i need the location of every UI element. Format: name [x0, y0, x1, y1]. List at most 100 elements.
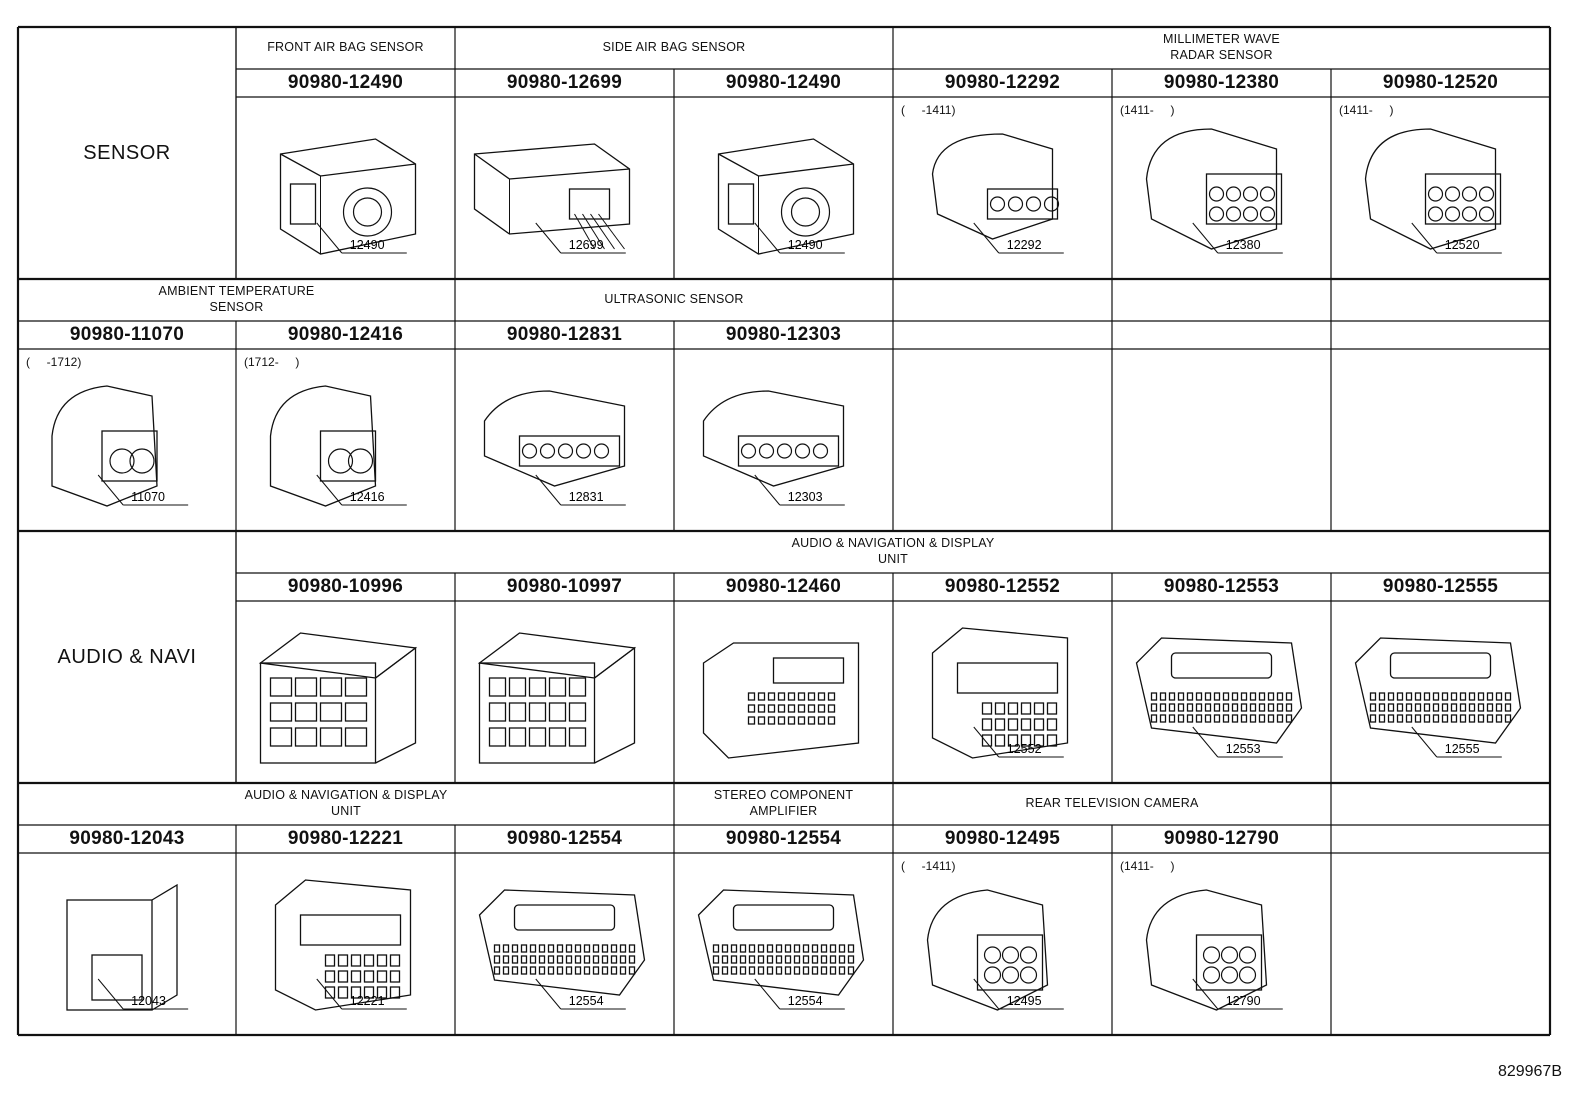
connector-code: 12490 [788, 238, 823, 252]
connector-code: 12221 [350, 994, 385, 1008]
connector-drawing [258, 632, 418, 764]
part-number: 90980-12831 [506, 324, 623, 346]
part-number [1331, 321, 1550, 349]
connector-drawing: 11070 [51, 385, 189, 507]
part-number: 90980-12460 [725, 576, 842, 598]
part-number: 90980-12303 [725, 324, 842, 346]
connector-image: 12553 [1112, 601, 1331, 783]
connector-image [893, 349, 1112, 531]
connector-image: 12221 [236, 853, 455, 1035]
part-number: 90980-12416 [287, 324, 404, 346]
part-number: 90980-12520 [1382, 72, 1499, 94]
connector-image [1112, 349, 1331, 531]
group-label [893, 279, 1112, 321]
connector-drawing: 12552 [931, 627, 1069, 759]
part-number [1112, 321, 1331, 349]
connector-drawing: 12380 [1145, 128, 1283, 254]
connector-image: 12490 [236, 97, 455, 279]
connector-code: 12790 [1226, 994, 1261, 1008]
connector-code: 12490 [350, 238, 385, 252]
group-label: MILLIMETER WAVE RADAR SENSOR [1163, 32, 1280, 62]
connector-code: 12552 [1007, 742, 1042, 756]
part-number: 90980-12555 [1382, 576, 1499, 598]
connector-drawing: 12790 [1145, 889, 1283, 1011]
part-number: 90980-12552 [944, 576, 1061, 598]
connector-drawing [477, 632, 637, 764]
connector-drawing: 12303 [702, 390, 845, 506]
part-number: 90980-12043 [69, 828, 185, 850]
category-label: SENSOR [83, 141, 171, 164]
part-number: 90980-12699 [506, 72, 623, 94]
connector-image [1331, 853, 1550, 1035]
date-range: (1712- ) [244, 355, 300, 369]
connector-image: (1411- ) 12380 [1112, 97, 1331, 279]
connector-drawing: 12490 [717, 138, 855, 255]
connector-image: 12554 [674, 853, 893, 1035]
part-number: 90980-12490 [725, 72, 842, 94]
group-label [1112, 279, 1331, 321]
connector-image: ( -1712) 11070 [18, 349, 236, 531]
connector-drawing: 12495 [926, 889, 1064, 1011]
date-range: (1411- ) [1339, 103, 1394, 117]
connector-drawing [702, 642, 860, 759]
connector-drawing: 12490 [279, 138, 417, 255]
group-label [1331, 279, 1550, 321]
connector-code: 12303 [788, 490, 823, 504]
connector-code: 12416 [350, 490, 385, 504]
connector-code: 12554 [569, 994, 604, 1008]
group-label: FRONT AIR BAG SENSOR [267, 40, 424, 55]
group-label: REAR TELEVISION CAMERA [1025, 796, 1199, 811]
connector-image: 12490 [674, 97, 893, 279]
date-range: ( -1712) [26, 355, 82, 369]
part-number: 90980-12221 [287, 828, 404, 850]
date-range: (1411- ) [1120, 859, 1175, 873]
date-range: (1411- ) [1120, 103, 1175, 117]
connector-drawing: 12292 [931, 133, 1064, 254]
connector-image: 12043 [18, 853, 236, 1035]
connector-code: 12292 [1007, 238, 1042, 252]
connector-image: (1712- ) 12416 [236, 349, 455, 531]
connector-image [236, 601, 455, 783]
connector-image: 12303 [674, 349, 893, 531]
connector-image: ( -1411) 12292 [893, 97, 1112, 279]
group-label [1331, 783, 1550, 825]
connector-image: (1411- ) 12520 [1331, 97, 1550, 279]
part-number: 90980-12554 [506, 828, 623, 850]
part-number: 90980-12554 [725, 828, 842, 850]
connector-image [455, 601, 674, 783]
connector-code: 12553 [1226, 742, 1261, 756]
date-range: ( -1411) [901, 103, 956, 117]
part-number: 90980-12790 [1163, 828, 1280, 850]
connector-code: 12380 [1226, 238, 1261, 252]
connector-image: 12554 [455, 853, 674, 1035]
category-label: AUDIO & NAVI [57, 645, 197, 668]
connector-image: ( -1411)12495 [893, 853, 1112, 1035]
part-number: 90980-12490 [287, 72, 404, 94]
part-number: 90980-10997 [506, 576, 623, 598]
connector-drawing: 12416 [269, 385, 407, 507]
part-number: 90980-12292 [944, 72, 1061, 94]
connector-code: 11070 [131, 490, 165, 504]
connector-drawing: 12555 [1354, 637, 1522, 758]
group-label: SIDE AIR BAG SENSOR [602, 40, 746, 55]
group-label: ULTRASONIC SENSOR [604, 292, 744, 307]
part-number [1331, 825, 1550, 853]
connector-drawing: 12221 [274, 879, 412, 1011]
connector-code: 12831 [569, 490, 604, 504]
connector-image: 12555 [1331, 601, 1550, 783]
group-label: AMBIENT TEMPERATURE SENSOR [158, 284, 315, 314]
connector-drawing: 12520 [1364, 128, 1502, 254]
part-number: 90980-12553 [1163, 576, 1280, 598]
part-number: 90980-12380 [1163, 72, 1280, 94]
connector-image: 12831 [455, 349, 674, 531]
connector-drawing: 12553 [1135, 637, 1303, 758]
connector-drawing: 12831 [483, 390, 626, 506]
group-label: STEREO COMPONENT AMPLIFIER [713, 788, 854, 818]
connector-code: 12043 [131, 994, 166, 1008]
part-number [893, 321, 1112, 349]
figure-reference: 829967B [1497, 1063, 1562, 1080]
connector-image [1331, 349, 1550, 531]
connector-code: 12495 [1007, 994, 1042, 1008]
group-label: AUDIO & NAVIGATION & DISPLAY UNIT [244, 788, 448, 818]
